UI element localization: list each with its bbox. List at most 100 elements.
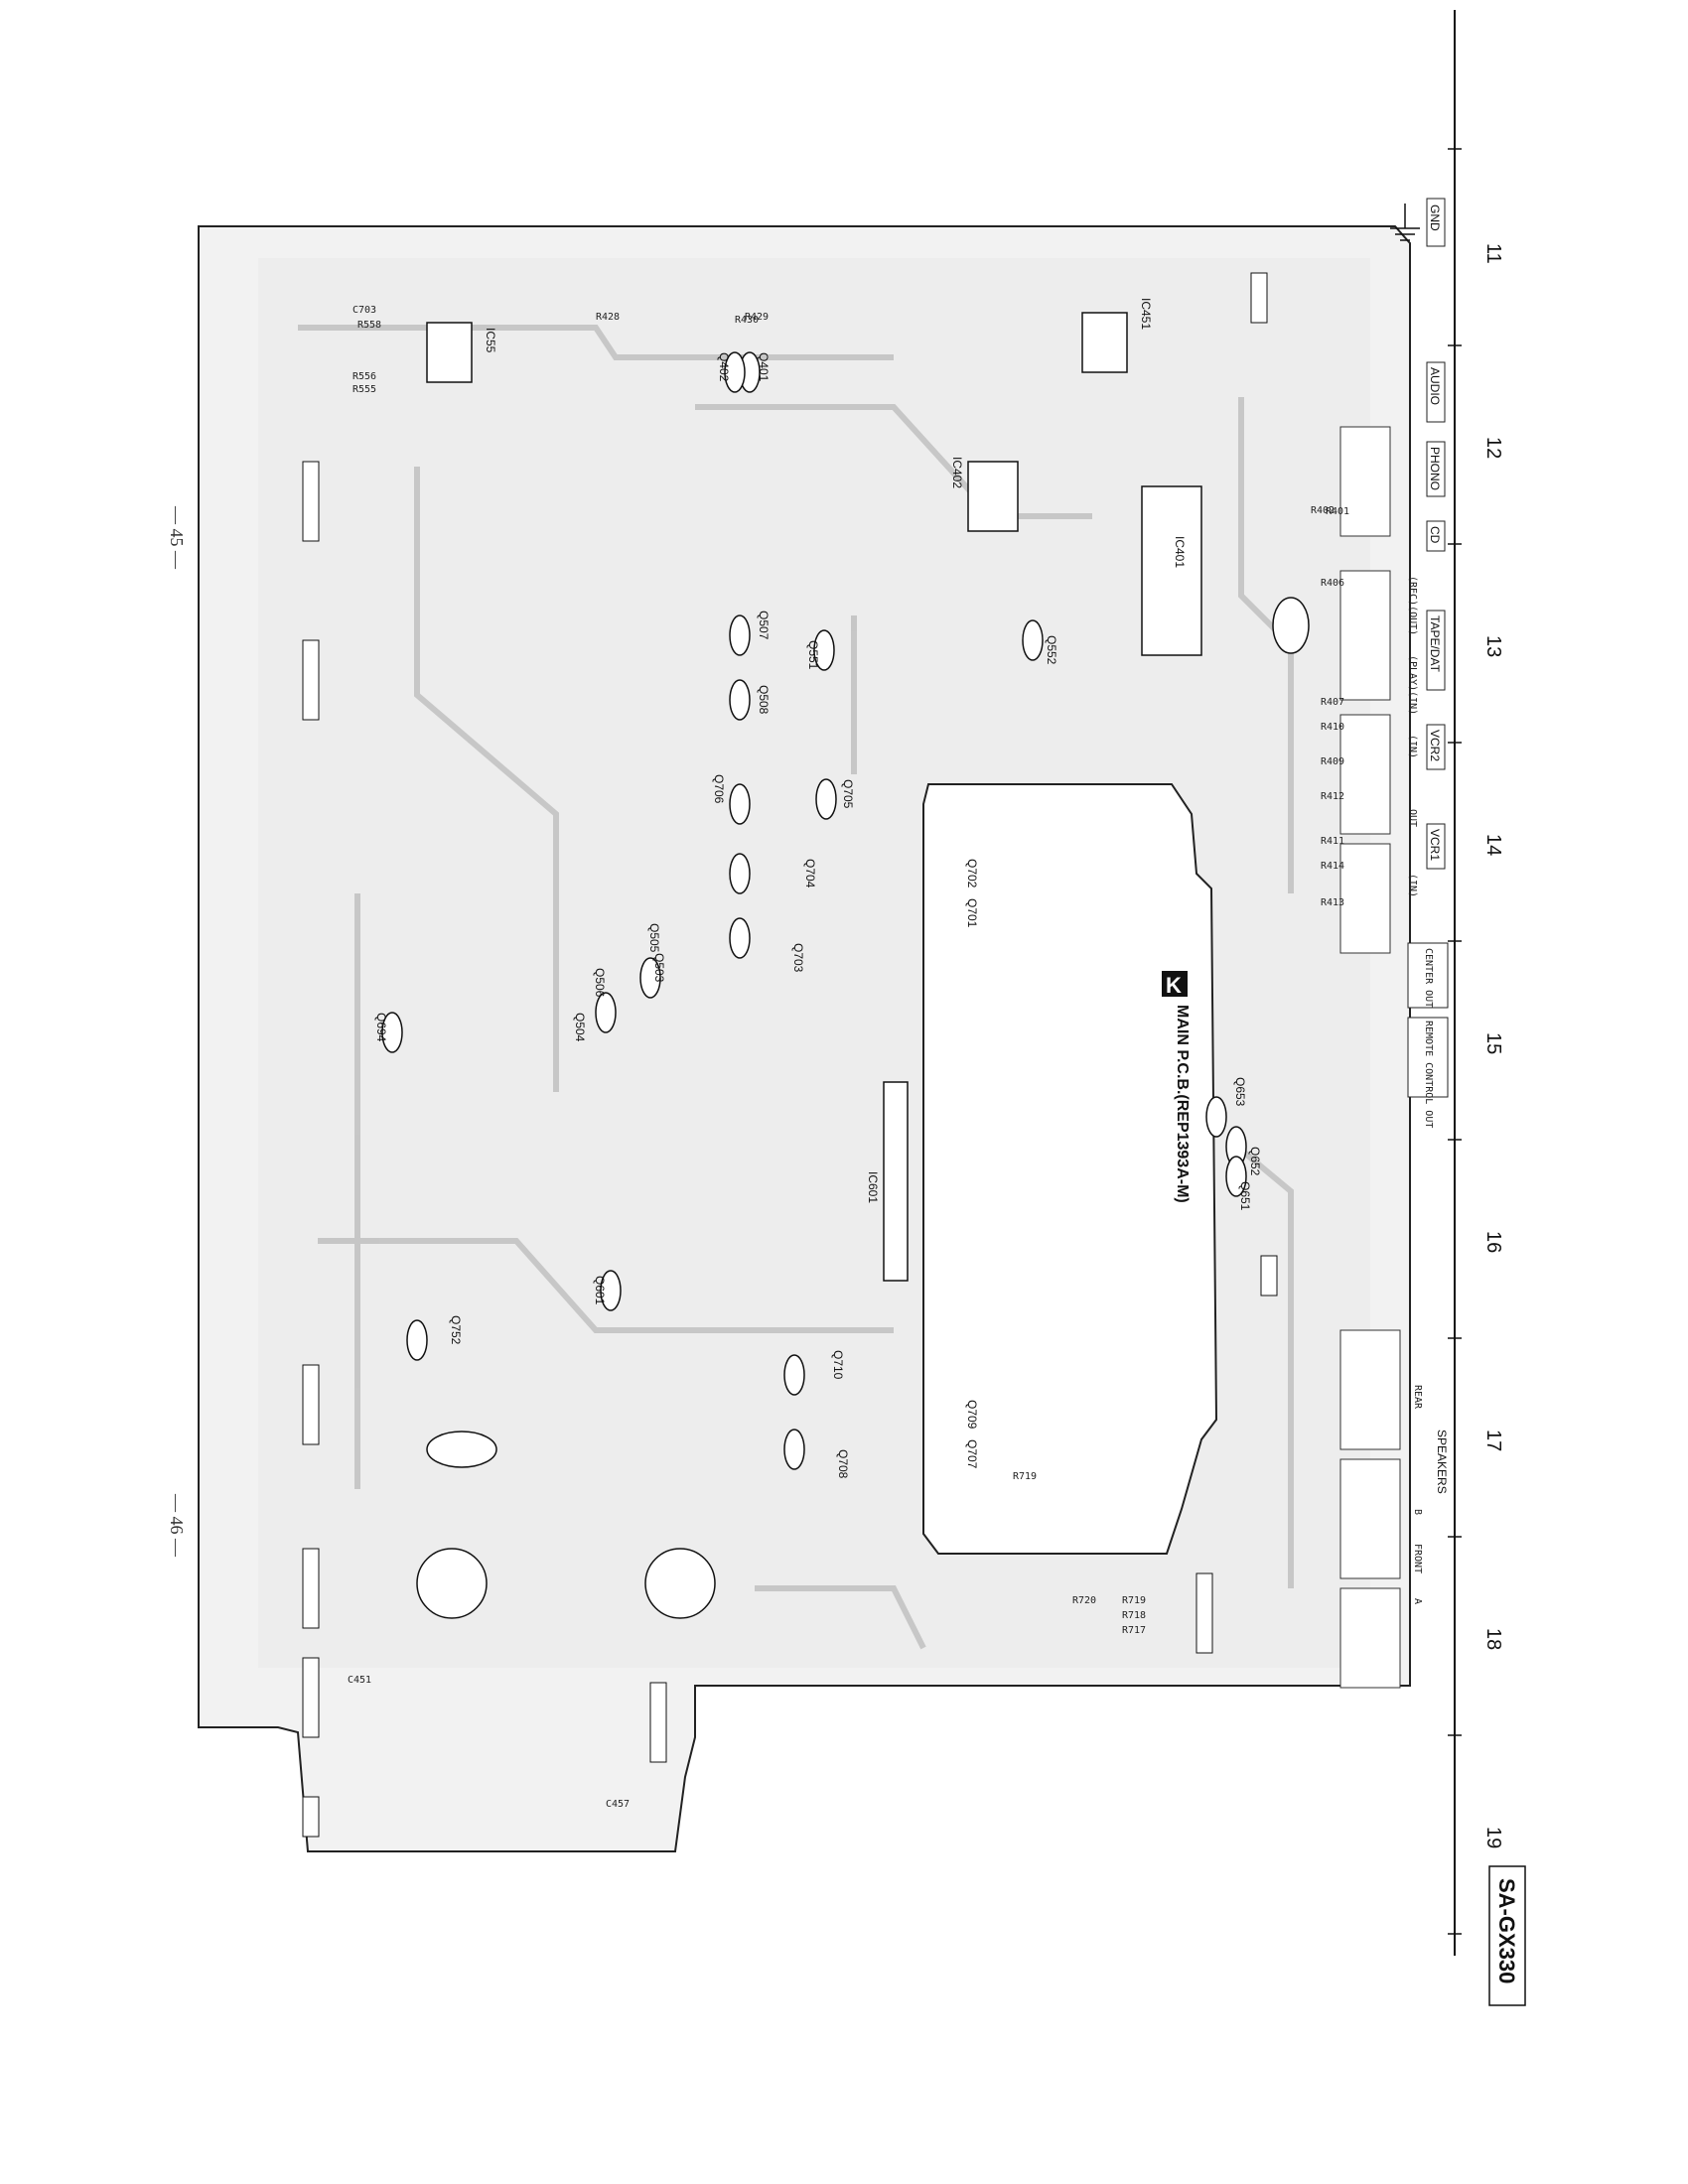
q508-label: Q508 bbox=[757, 685, 771, 715]
cd-label: CD bbox=[1428, 526, 1442, 544]
q503-label: Q503 bbox=[652, 953, 666, 983]
grid-number: 18 bbox=[1482, 1628, 1504, 1650]
grid-number: 11 bbox=[1482, 243, 1504, 264]
q694-label: Q694 bbox=[374, 1013, 388, 1042]
play-in-label: (PLAY)(IN) bbox=[1407, 655, 1418, 715]
page-number-45: — 45 — bbox=[167, 505, 187, 570]
page-number-46: — 46 — bbox=[167, 1493, 187, 1558]
q704-label: Q704 bbox=[803, 859, 817, 888]
q402-label: Q402 bbox=[717, 352, 731, 382]
r409-label: R409 bbox=[1321, 756, 1344, 767]
q708-label: Q708 bbox=[836, 1449, 850, 1479]
r412-label: R412 bbox=[1321, 791, 1344, 802]
r552-label: R556 bbox=[352, 371, 376, 382]
audio-label: AUDIO bbox=[1428, 367, 1442, 405]
q701-label: Q701 bbox=[965, 898, 979, 928]
r654-label: R719 bbox=[1013, 1471, 1037, 1482]
q709-label: Q709 bbox=[965, 1400, 979, 1430]
svg-text:SA-GX330: SA-GX330 bbox=[1494, 1878, 1519, 1983]
ic451-label: IC451 bbox=[1139, 298, 1153, 330]
board-label: K MAIN P.C.B.(REP1393A-M) bbox=[1162, 971, 1191, 1203]
b-label: B bbox=[1412, 1509, 1423, 1515]
grid-number: 12 bbox=[1482, 437, 1504, 459]
q707-label: Q707 bbox=[965, 1439, 979, 1469]
q703-label: Q703 bbox=[791, 943, 805, 973]
q552-label: Q552 bbox=[1045, 635, 1058, 665]
q652-label: Q652 bbox=[1248, 1147, 1262, 1176]
transistor-labels: Q401 Q402 Q503 Q504 Q505 Q506 Q507 Q508 … bbox=[374, 352, 1262, 1479]
q653-label: Q653 bbox=[1233, 1077, 1247, 1107]
q551-label: Q551 bbox=[806, 640, 820, 670]
r401-label: R401 bbox=[1326, 506, 1349, 517]
r406-label: R406 bbox=[1321, 578, 1344, 589]
board-name: MAIN P.C.B.(REP1393A-M) bbox=[1174, 1005, 1191, 1203]
r655-label: R720 bbox=[1072, 1595, 1096, 1606]
q504-label: Q504 bbox=[573, 1013, 587, 1042]
r414-label: R414 bbox=[1321, 861, 1344, 872]
component-labels: R401 R402 R406 R407 R410 R409 R411 R412 … bbox=[348, 305, 1349, 1810]
frame-border bbox=[1448, 10, 1462, 1956]
traces bbox=[298, 325, 1294, 1650]
grid-number: 15 bbox=[1482, 1032, 1504, 1054]
vcr2-label: VCR2 bbox=[1428, 730, 1442, 761]
r732-label: C457 bbox=[606, 1799, 630, 1810]
q507-label: Q507 bbox=[757, 611, 771, 640]
r554-label: R558 bbox=[357, 320, 381, 331]
ground-icon bbox=[1390, 204, 1420, 241]
center-out-label: CENTER OUT bbox=[1423, 948, 1434, 1008]
vcr1-in-label: (IN) bbox=[1407, 874, 1418, 897]
ic-group: IC401 IC402 IC451 IC55 IC601 bbox=[426, 298, 1202, 1282]
grid-number: 17 bbox=[1482, 1430, 1504, 1451]
r428-label: R428 bbox=[596, 312, 620, 323]
vcr1-out-label: OUT bbox=[1407, 809, 1418, 827]
q706-label: Q706 bbox=[712, 774, 726, 804]
ic401-label: IC401 bbox=[1173, 536, 1187, 568]
grid-number: 13 bbox=[1482, 635, 1504, 657]
phono-label: PHONO bbox=[1428, 447, 1442, 490]
grid-numbers: 11 12 13 14 15 16 17 18 19 bbox=[1482, 243, 1504, 1848]
board-letter: K bbox=[1166, 973, 1182, 998]
r727-label: C451 bbox=[348, 1675, 371, 1686]
ic402-label: IC402 bbox=[950, 457, 964, 488]
r413-label: R413 bbox=[1321, 897, 1344, 908]
r429-label: R429 bbox=[745, 312, 769, 323]
tape-dat-label: TAPE/DAT bbox=[1428, 615, 1442, 673]
grid-number: 16 bbox=[1482, 1231, 1504, 1253]
r402-label: R402 bbox=[1311, 505, 1335, 516]
transistor-group bbox=[381, 351, 1247, 1470]
ic55-label: IC55 bbox=[484, 328, 497, 353]
r652-label: R718 bbox=[1122, 1610, 1146, 1621]
q506-label: Q506 bbox=[593, 968, 607, 998]
q601-label: Q601 bbox=[593, 1276, 607, 1305]
remote-control-out-label: REMOTE CONTROL OUT bbox=[1423, 1021, 1434, 1128]
q705-label: Q705 bbox=[841, 779, 855, 809]
a-label: A bbox=[1412, 1598, 1423, 1604]
q702-label: Q702 bbox=[965, 859, 979, 888]
r411-label: R411 bbox=[1321, 836, 1344, 847]
rear-label: REAR bbox=[1412, 1385, 1423, 1410]
vcr2-in-label: (IN) bbox=[1407, 735, 1418, 758]
r430-label: R430 bbox=[735, 315, 759, 326]
model-label: SA-GX330 bbox=[1488, 1865, 1526, 2006]
speakers-label: SPEAKERS bbox=[1435, 1430, 1449, 1494]
grid-number: 19 bbox=[1482, 1827, 1504, 1848]
connector-headers bbox=[302, 272, 1278, 1838]
q651-label: Q651 bbox=[1238, 1181, 1252, 1211]
rec-out-label: (REC)(OUT) bbox=[1407, 576, 1418, 635]
r410-label: R410 bbox=[1321, 722, 1344, 733]
r651-label: R717 bbox=[1122, 1625, 1146, 1636]
front-label: FRONT bbox=[1412, 1544, 1423, 1573]
q401-label: Q401 bbox=[757, 352, 771, 382]
large-components bbox=[416, 597, 1310, 1619]
r653-label: R719 bbox=[1122, 1595, 1146, 1606]
gnd-label: GND bbox=[1428, 205, 1442, 231]
grid-number: 14 bbox=[1482, 834, 1504, 856]
jack-array bbox=[1339, 426, 1401, 1689]
q505-label: Q505 bbox=[647, 923, 661, 953]
q710-label: Q710 bbox=[831, 1350, 845, 1380]
connector-label-group: GND AUDIO PHONO CD TAPE/DAT (REC)(OUT) (… bbox=[1407, 198, 1449, 1604]
r407-label: R407 bbox=[1321, 697, 1344, 708]
r551-label: R555 bbox=[352, 384, 376, 395]
q752-label: Q752 bbox=[449, 1315, 463, 1345]
